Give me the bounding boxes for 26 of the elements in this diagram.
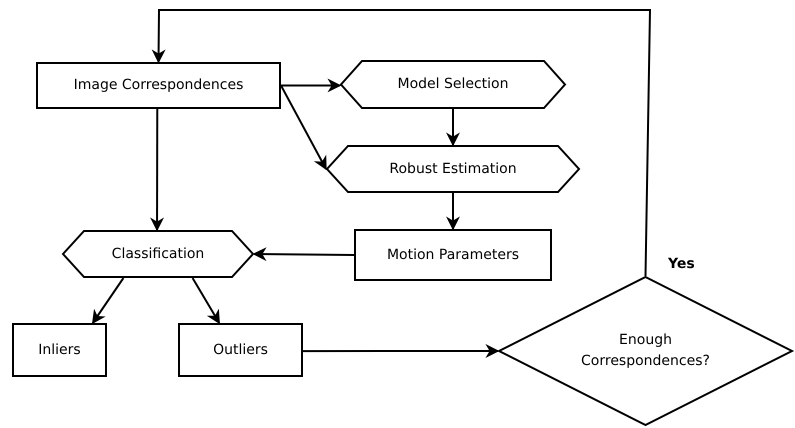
hexagon-node: [62, 230, 254, 278]
node-label: Enough Correspondences?: [580, 331, 711, 371]
arrow: [446, 193, 460, 230]
node-label: Motion Parameters: [386, 246, 520, 264]
arrow: [446, 109, 460, 146]
process-box: [36, 62, 281, 109]
arrow: [281, 78, 342, 92]
hexagon-node: [326, 145, 580, 193]
process-box: [178, 323, 303, 377]
decision-diamond: [498, 276, 793, 426]
node-label: Model Selection: [397, 75, 508, 94]
arrow: [303, 344, 500, 358]
node-label: Inliers: [38, 340, 81, 360]
arrow: [92, 277, 124, 324]
node-label: Robust Estimation: [389, 160, 517, 178]
node-label: Classification: [112, 244, 204, 264]
arrow: [192, 277, 220, 324]
arrow: [150, 109, 164, 232]
arrow: [252, 247, 354, 262]
process-box: [12, 323, 107, 377]
node-label: Outliers: [213, 340, 268, 360]
node-label: Image Correspondences: [74, 76, 244, 95]
arrow: [152, 9, 652, 276]
hexagon-node: [340, 60, 566, 109]
process-box: [354, 229, 552, 281]
arrow: [280, 85, 327, 170]
